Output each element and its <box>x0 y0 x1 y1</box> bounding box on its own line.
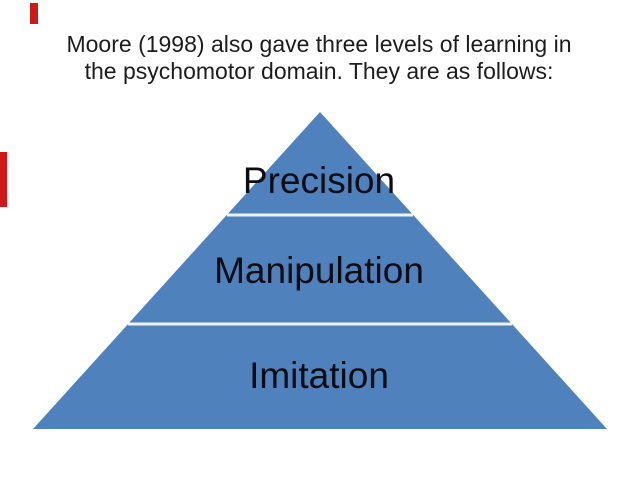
pyramid-level-precision: Precision <box>242 160 396 201</box>
pyramid-shape <box>33 112 607 429</box>
slide-title: Moore (1998) also gave three levels of l… <box>0 31 638 85</box>
pyramid-level-manipulation: Manipulation <box>214 250 424 291</box>
pyramid-level-imitation: Imitation <box>249 355 389 396</box>
slide-title-line-2: the psychomotor domain. They are as foll… <box>84 58 554 84</box>
red-marker-top-left <box>30 3 38 24</box>
slide-title-line-1: Moore (1998) also gave three levels of l… <box>66 31 572 57</box>
red-marker-left-edge <box>0 152 7 207</box>
